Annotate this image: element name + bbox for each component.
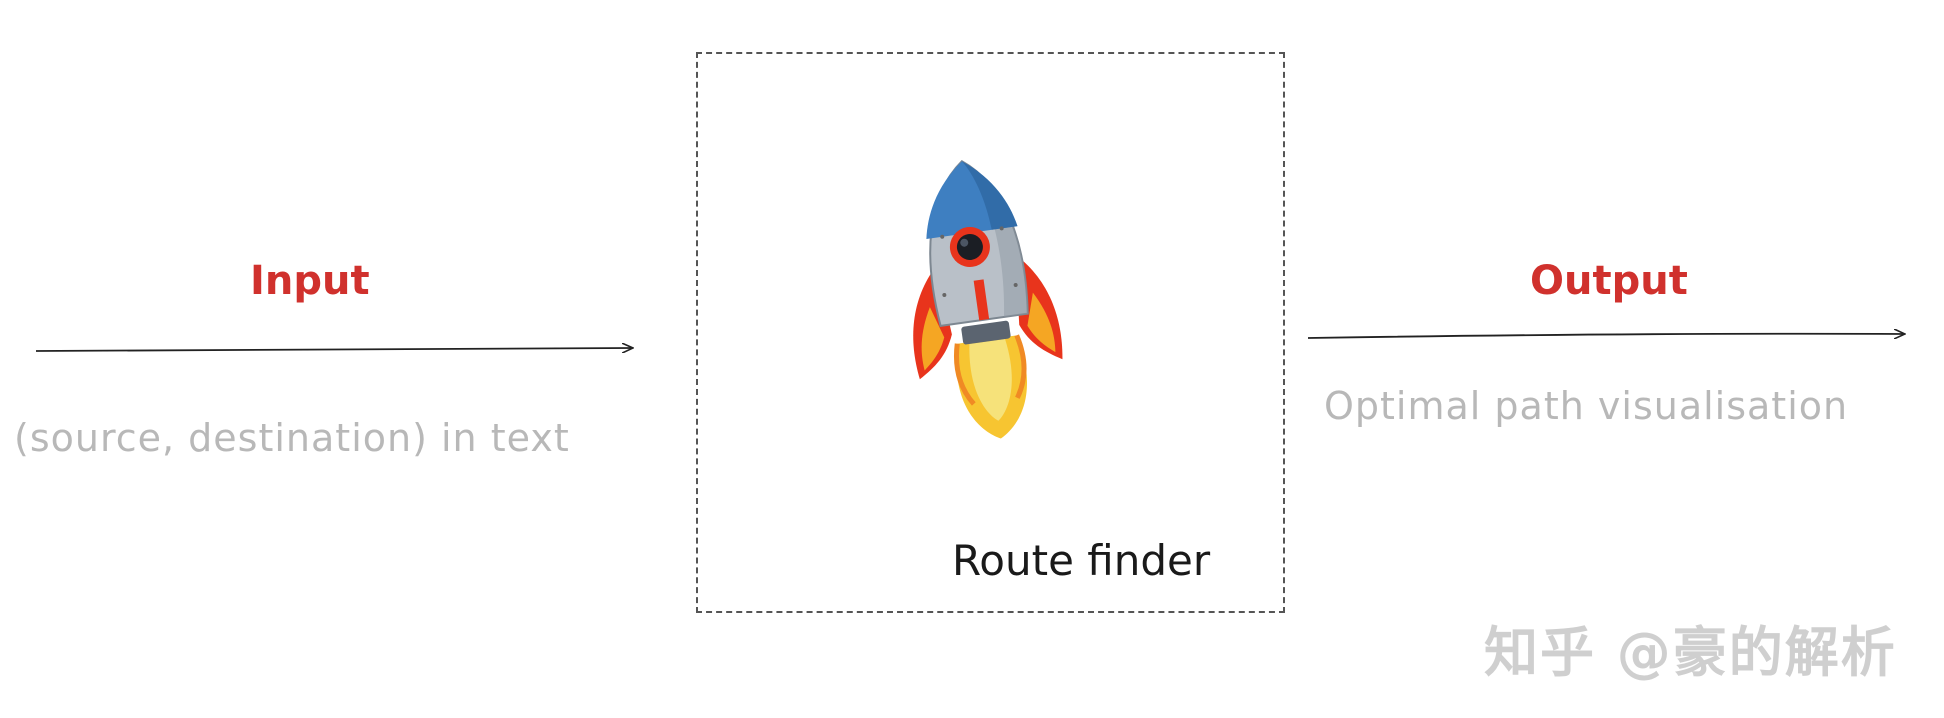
output-arrow bbox=[1307, 334, 1904, 338]
route-finder-label: Route finder bbox=[952, 536, 1211, 585]
input-label: Input bbox=[250, 258, 370, 304]
output-label: Output bbox=[1530, 258, 1688, 304]
watermark: 知乎 @豪的解析 bbox=[1484, 621, 1897, 684]
output-description: Optimal path visualisation bbox=[1324, 384, 1849, 428]
rocket-icon bbox=[913, 160, 1063, 439]
input-arrow bbox=[35, 348, 632, 351]
route-finder-box bbox=[696, 52, 1285, 613]
input-description: (source, destination) in text bbox=[14, 416, 570, 460]
